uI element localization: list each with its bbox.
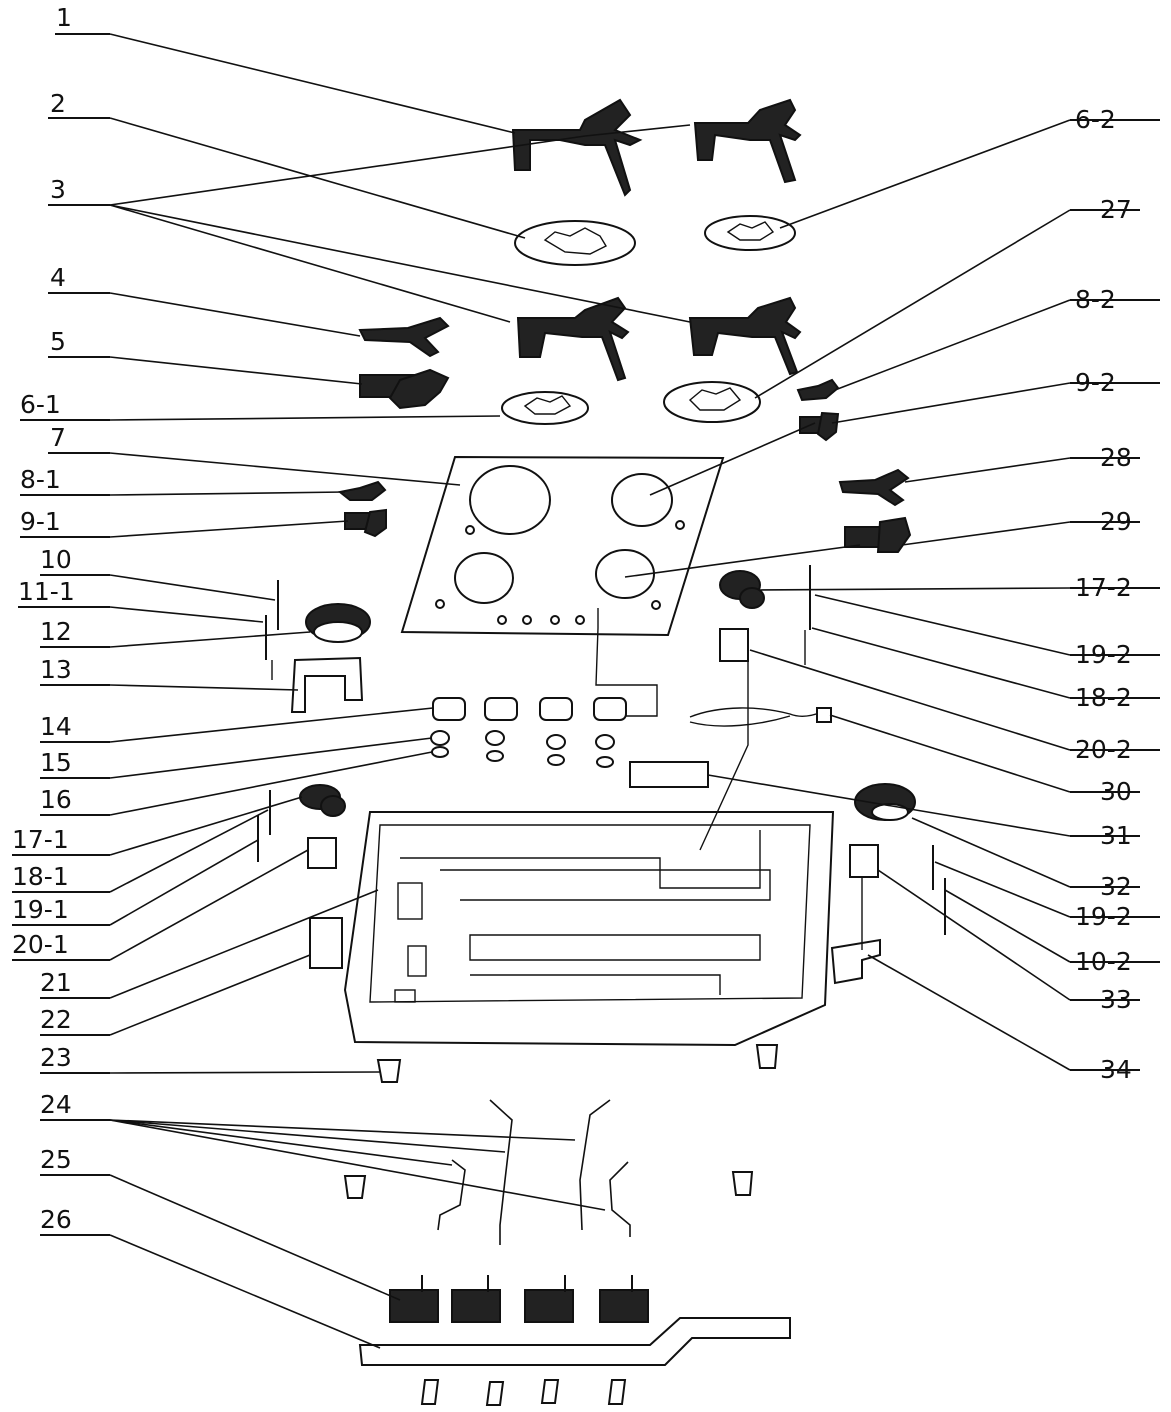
feet	[343, 1044, 779, 1199]
label-30: 30	[1100, 777, 1132, 806]
gas-valves	[389, 1275, 649, 1323]
pan-support-3	[516, 296, 630, 382]
label-6-1: 6-1	[20, 390, 61, 419]
burner-28	[838, 468, 910, 507]
label-17-1: 17-1	[12, 825, 69, 854]
bracket-13	[290, 656, 364, 713]
burner-4	[358, 316, 450, 358]
label-10: 10	[40, 545, 72, 574]
label-27: 27	[1100, 195, 1132, 224]
label-13: 13	[40, 655, 72, 684]
label-8-1: 8-1	[20, 465, 61, 494]
burner-head-32	[854, 783, 916, 821]
cable-30	[689, 707, 832, 727]
ignitor-box-33	[849, 844, 879, 878]
label-28: 28	[1100, 443, 1132, 472]
label-23: 23	[40, 1043, 72, 1072]
label-12: 12	[40, 617, 72, 646]
label-10-2: 10-2	[1075, 947, 1132, 976]
label-9-2: 9-2	[1075, 368, 1116, 397]
label-7: 7	[50, 423, 66, 452]
burner-head-12	[305, 603, 371, 643]
labels-right: 6-2 27 8-2 9-2 28 29 17-2 19-2 18-2 20-2…	[1075, 105, 1132, 1084]
bracket-34	[830, 938, 881, 985]
burner-cap-6-2	[704, 215, 796, 251]
label-16: 16	[40, 785, 72, 814]
gas-manifold	[358, 1317, 791, 1366]
label-21: 21	[40, 968, 72, 997]
label-19-2-b: 19-2	[1075, 902, 1132, 931]
label-19-2-a: 19-2	[1075, 640, 1132, 669]
pan-support-1	[511, 98, 643, 197]
label-33: 33	[1100, 985, 1132, 1014]
burner-cap-6-1	[501, 391, 589, 425]
label-2: 2	[50, 89, 66, 118]
ignitor-module-31	[629, 761, 709, 788]
pan-support-2	[693, 98, 802, 184]
ignitor-box-22	[309, 917, 343, 969]
top-panel	[400, 455, 725, 637]
label-1: 1	[56, 3, 72, 32]
burner-head-17-1	[299, 784, 346, 817]
burner-9-1	[344, 508, 387, 538]
label-24: 24	[40, 1090, 72, 1119]
leader-lines-left	[12, 33, 691, 1349]
label-20-1: 20-1	[12, 930, 69, 959]
label-22: 22	[40, 1005, 72, 1034]
burner-5	[359, 368, 450, 410]
label-26: 26	[40, 1205, 72, 1234]
plug-18-19-1	[257, 790, 271, 862]
burner-9-2	[799, 411, 840, 442]
label-29: 29	[1100, 507, 1132, 536]
label-11-1: 11-1	[18, 577, 75, 606]
bottom-tray	[343, 811, 835, 1047]
burner-29	[844, 516, 912, 553]
label-32: 32	[1100, 872, 1132, 901]
burner-cap-27	[663, 381, 761, 423]
label-18-1: 18-1	[12, 862, 69, 891]
ignitor-20-2	[719, 628, 749, 662]
plug-19-2-18-2	[804, 565, 811, 665]
label-5: 5	[50, 327, 66, 356]
label-14: 14	[40, 712, 72, 741]
label-19-1: 19-1	[12, 895, 69, 924]
pan-support-4	[688, 296, 802, 376]
knob-bezels	[430, 730, 615, 768]
bottom-clips	[420, 1379, 627, 1406]
label-25: 25	[40, 1145, 72, 1174]
ignitor-box-20-1	[307, 837, 337, 869]
burner-cap-large	[514, 220, 636, 266]
gas-pipes	[437, 1099, 631, 1245]
label-9-1: 9-1	[20, 507, 61, 536]
label-18-2: 18-2	[1075, 683, 1132, 712]
knobs	[432, 697, 627, 721]
label-3: 3	[50, 175, 66, 204]
label-4: 4	[50, 263, 66, 292]
label-34: 34	[1100, 1055, 1132, 1084]
labels-left: 1 2 3 4 5 6-1 7 8-1 9-1 10 11-1 12 13 14…	[12, 3, 75, 1234]
label-20-2: 20-2	[1075, 735, 1132, 764]
label-31: 31	[1100, 821, 1132, 850]
label-17-2: 17-2	[1075, 573, 1132, 602]
plug-19-2-10-2	[932, 845, 946, 935]
label-6-2: 6-2	[1075, 105, 1116, 134]
thermocouple-10	[265, 580, 279, 680]
burner-head-17-2	[719, 570, 765, 609]
leader-lines-right	[595, 119, 1160, 1071]
burner-8-1	[337, 480, 387, 501]
burner-8-2	[796, 378, 840, 402]
label-8-2: 8-2	[1075, 285, 1116, 314]
label-15: 15	[40, 748, 72, 777]
